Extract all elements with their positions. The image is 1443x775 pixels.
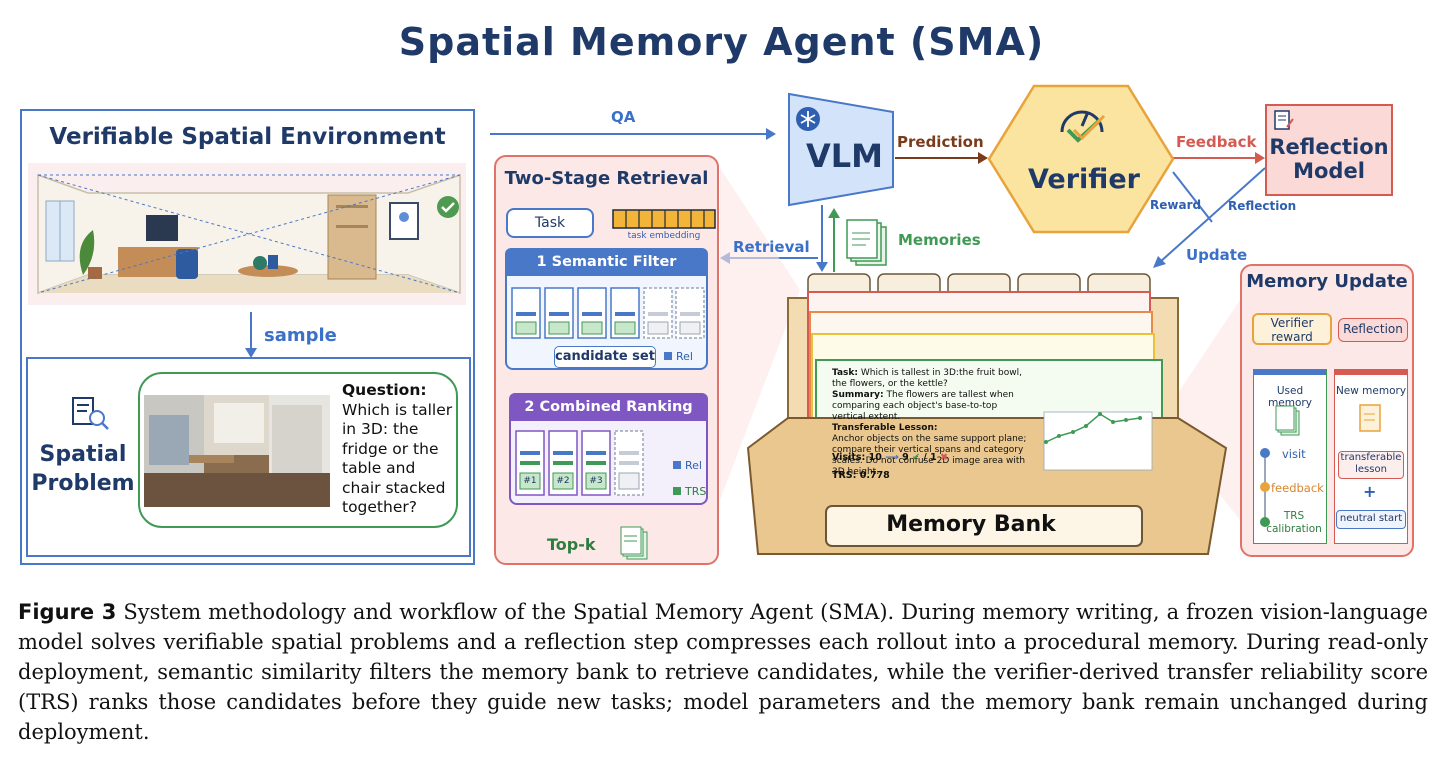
update-label: Update xyxy=(1186,246,1248,264)
topk-label: Top-k xyxy=(547,535,596,554)
rank-1-label: #1 xyxy=(523,476,537,486)
figure-caption: Figure 3 System methodology and workflow… xyxy=(18,597,1428,747)
right-arrow-icon: ⟶ xyxy=(885,452,899,463)
trs-calibration-line2: calibration xyxy=(1266,523,1322,535)
memory-card-trs: TRS: 0.778 xyxy=(832,470,890,481)
feedback-label: Feedback xyxy=(1176,133,1257,151)
transferable-lesson-pill: transferable lesson xyxy=(1338,451,1404,479)
sample-label: sample xyxy=(264,325,337,346)
rel-key-semantic: Rel xyxy=(664,350,693,363)
two-stage-retrieval-title: Two-Stage Retrieval xyxy=(504,168,709,189)
trs-key: TRS xyxy=(673,485,706,498)
question-text: Question: Which is taller in 3D: the fri… xyxy=(342,381,456,518)
reflection-pill: Reflection xyxy=(1338,318,1408,342)
semantic-filter-header: 1 Semantic Filter xyxy=(505,248,708,276)
memory-bank-label: Memory Bank xyxy=(886,512,1056,537)
retrieval-label: Retrieval xyxy=(733,238,810,256)
sample-arrow xyxy=(245,312,257,362)
rel-key-semantic-label: Rel xyxy=(676,350,693,363)
visits-fail: / 1 xyxy=(923,452,937,463)
qa-label: QA xyxy=(611,108,636,126)
used-memory-docs-icon xyxy=(1275,405,1303,443)
snowflake-icon xyxy=(795,106,821,136)
vlm-label: VLM xyxy=(806,137,883,175)
memory-card-summary: Summary: The flowers are tallest when co… xyxy=(832,390,1032,423)
memory-card-lesson-label: Transferable Lesson: xyxy=(832,423,938,433)
spatial-problem-label: Spatial Problem xyxy=(30,440,136,498)
environment-title: Verifiable Spatial Environment xyxy=(49,124,446,150)
rel-key-combined-label: Rel xyxy=(685,459,702,472)
caption-label: Figure 3 xyxy=(18,600,117,624)
success-check-icon: ✔ xyxy=(912,452,921,463)
memory-card-visits: Visits: 10 ⟶ 9 ✔ / 1 ✖ xyxy=(832,452,948,463)
used-memory-bar xyxy=(1254,370,1326,375)
memory-card-lesson-value: Anchor objects on the same support plane… xyxy=(832,434,1027,477)
task-pill: Task xyxy=(506,208,594,238)
verifier-reward-line2: reward xyxy=(1271,330,1313,344)
rank-3-label: #3 xyxy=(589,476,603,486)
rank-2-label: #2 xyxy=(556,476,570,486)
reflection-model-line1: Reflection xyxy=(1269,135,1389,159)
verifier-label: Verifier xyxy=(1028,164,1140,195)
prediction-label: Prediction xyxy=(897,133,984,151)
memory-card-task: Task: Which is tallest in 3D:the fruit b… xyxy=(832,368,1032,390)
rel-key-combined: Rel xyxy=(673,459,702,472)
verifier-reward-pill: Verifier reward xyxy=(1252,313,1332,345)
feedback-step-label: feedback xyxy=(1271,481,1324,495)
document-search-icon xyxy=(70,396,112,436)
visits-count: Visits: 10 xyxy=(832,452,882,463)
trs-mini-chart xyxy=(1040,410,1155,482)
reward-label: Reward xyxy=(1150,198,1202,212)
verifier-reward-line1: Verifier xyxy=(1270,316,1314,330)
room-illustration xyxy=(28,163,466,305)
spatial-problem-line1: Spatial xyxy=(39,442,127,467)
transferable-lesson-line1: transferable xyxy=(1340,452,1402,463)
memories-label: Memories xyxy=(898,231,981,249)
new-memory-doc-icon xyxy=(1359,404,1383,438)
task-embedding-label: task embedding xyxy=(627,231,701,241)
used-memory-timeline xyxy=(1258,446,1272,540)
neutral-start-pill: neutral start xyxy=(1336,510,1406,529)
caption-text: System methodology and workflow of the S… xyxy=(18,600,1428,744)
memory-card-task-value: Which is tallest in 3D:the fruit bowl, t… xyxy=(832,368,1022,389)
memory-card-task-label: Task: xyxy=(832,368,858,378)
reflection-arrow-label: Reflection xyxy=(1228,199,1297,213)
memory-update-title: Memory Update xyxy=(1246,271,1408,292)
note-pencil-icon xyxy=(1273,109,1295,135)
memory-card-text: Task: Which is tallest in 3D:the fruit b… xyxy=(832,368,1032,478)
verifier-block xyxy=(987,84,1175,238)
memory-card-summary-value: The flowers are tallest when comparing e… xyxy=(832,390,1014,422)
reflection-model-label: Reflection Model xyxy=(1265,135,1393,183)
trs-calibration-label: TRS calibration xyxy=(1262,510,1326,536)
task-embedding-bar xyxy=(612,209,716,233)
fail-cross-icon: ✖ xyxy=(940,452,949,463)
spatial-problem-panel xyxy=(26,357,471,557)
trs-calibration-line1: TRS xyxy=(1283,510,1305,522)
visit-label: visit xyxy=(1282,447,1306,461)
candidate-memory-cards xyxy=(510,286,705,346)
topk-docs-icon xyxy=(620,526,650,566)
transferable-lesson-line2: lesson xyxy=(1355,464,1387,475)
new-memory-label: New memory xyxy=(1335,385,1407,397)
reflection-model-line2: Model xyxy=(1293,159,1365,183)
memory-card-summary-label: Summary: xyxy=(832,390,884,400)
candidate-set-pill: candidate set xyxy=(554,346,656,368)
visits-success: 9 xyxy=(902,452,909,463)
spatial-problem-line2: Problem xyxy=(31,471,135,496)
new-memory-bar xyxy=(1335,370,1407,375)
trs-key-label: TRS xyxy=(685,485,707,498)
kitchen-photo xyxy=(144,395,330,507)
ranked-memory-cards xyxy=(514,429,644,503)
combined-ranking-header: 2 Combined Ranking xyxy=(509,393,708,421)
plus-sign: + xyxy=(1363,482,1377,501)
question-body: Which is taller in 3D: the fridge or the… xyxy=(342,400,453,517)
memories-docs-icon xyxy=(846,219,890,273)
gauge-check-icon xyxy=(1054,98,1110,152)
figure-title: Spatial Memory Agent (SMA) xyxy=(398,20,1045,64)
question-heading: Question: xyxy=(342,381,427,399)
